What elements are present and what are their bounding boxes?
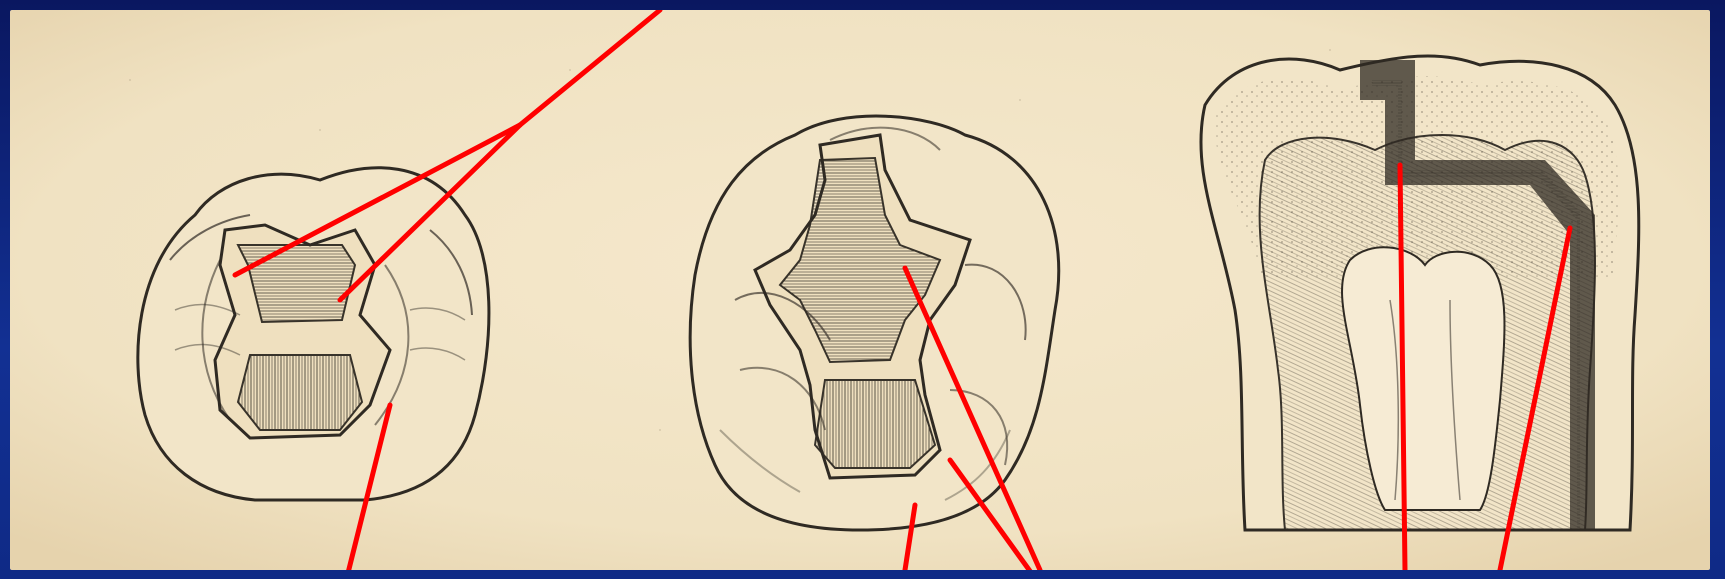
molar-cross-section-icon (1201, 56, 1639, 530)
illustration-panel (10, 10, 1710, 570)
tooth-right (1201, 56, 1639, 530)
molar-crown-inlay-icon (690, 116, 1059, 530)
tooth-left (138, 168, 489, 500)
molar-crown-prepared-icon (138, 168, 489, 500)
tooth-middle (690, 116, 1059, 530)
illustration-svg (10, 10, 1710, 570)
